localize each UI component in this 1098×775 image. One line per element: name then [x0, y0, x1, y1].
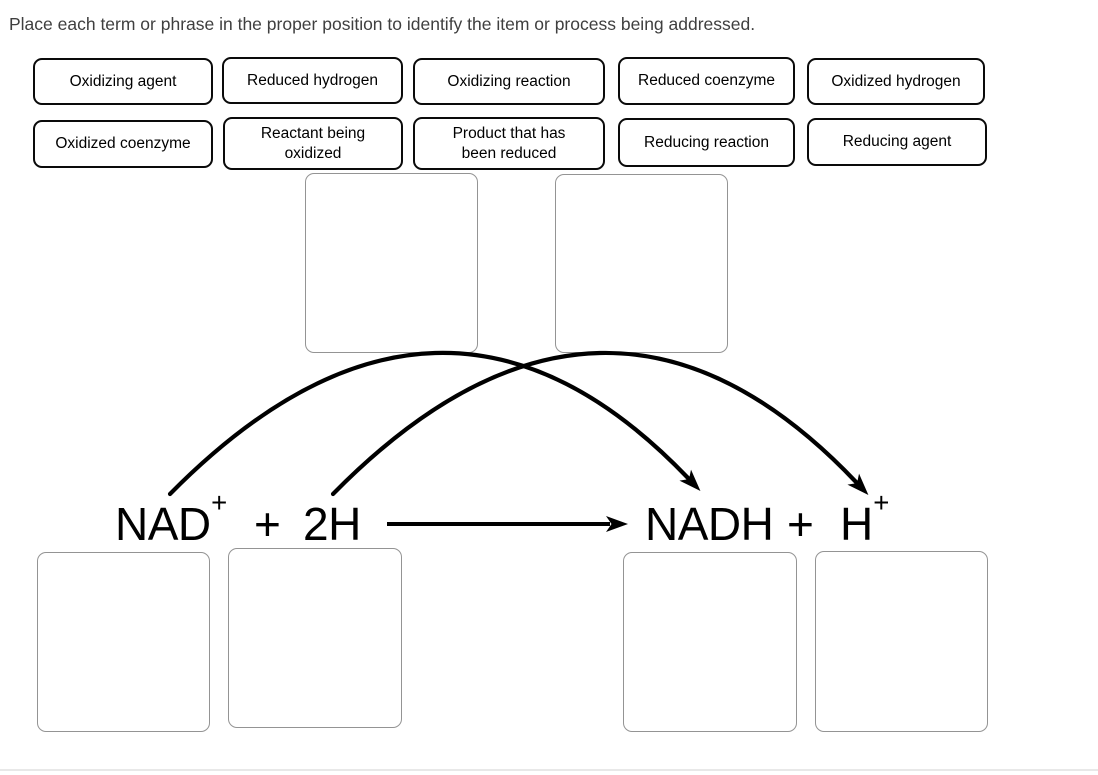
dropzone-left-arc-label[interactable] — [305, 173, 478, 353]
equation-nadh: NADH — [645, 498, 774, 550]
h-symbol: H — [840, 498, 873, 550]
nad-charge: + — [211, 487, 228, 519]
term-chip-reducing-agent[interactable]: Reducing agent — [807, 118, 987, 166]
equation-nad-plus: NAD+ — [115, 489, 227, 550]
nad-symbol: NAD — [115, 498, 211, 550]
dropzone-2h-label[interactable] — [228, 548, 402, 728]
2h-to-hplus-arc-icon — [330, 350, 869, 497]
term-chip-oxidized-hydrogen[interactable]: Oxidized hydrogen — [807, 58, 985, 105]
dropzone-nad-label[interactable] — [37, 552, 210, 732]
equation-h-plus: H+ — [840, 489, 889, 550]
term-chip-oxidizing-agent[interactable]: Oxidizing agent — [33, 58, 213, 105]
equation-plus-left: + — [254, 498, 281, 550]
h-charge: + — [873, 487, 890, 519]
equation-plus-right: + — [787, 498, 814, 550]
nad-to-nadh-arc-icon — [167, 350, 701, 497]
term-chip-reactant-being-oxidized[interactable]: Reactant being oxidized — [223, 117, 403, 170]
term-chip-reduced-hydrogen[interactable]: Reduced hydrogen — [222, 57, 403, 104]
equation-2h: 2H — [303, 498, 361, 550]
question-instruction: Place each term or phrase in the proper … — [9, 14, 756, 34]
dropzone-nadh-label[interactable] — [623, 552, 797, 732]
term-chip-oxidized-coenzyme[interactable]: Oxidized coenzyme — [33, 120, 213, 168]
term-chip-reducing-reaction[interactable]: Reducing reaction — [618, 118, 795, 167]
term-chip-oxidizing-reaction[interactable]: Oxidizing reaction — [413, 58, 605, 105]
term-chip-product-that-has-been-reduced[interactable]: Product that has been reduced — [413, 117, 605, 170]
bottom-divider — [0, 769, 1098, 771]
dropzone-h-label[interactable] — [815, 551, 988, 732]
term-chip-reduced-coenzyme[interactable]: Reduced coenzyme — [618, 57, 795, 105]
dropzone-right-arc-label[interactable] — [555, 174, 728, 353]
